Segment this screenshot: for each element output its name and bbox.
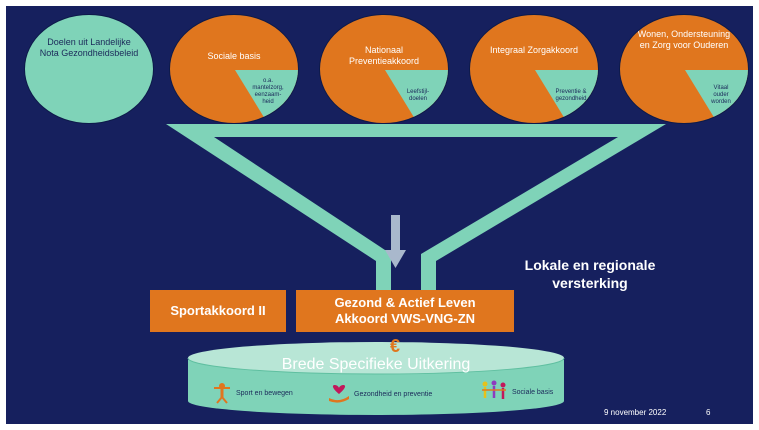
circle-sub: Preventie & gezondheid: [555, 89, 587, 102]
cylinder-body: [188, 360, 564, 415]
cylinder-top: [188, 342, 564, 374]
circle-preventieakkoord: Nationaal Preventieakkoord Leefstijl-doe…: [319, 14, 449, 124]
circle-sociale-basis: Sociale basis o.a. mantelzorg, eenzaam-h…: [169, 14, 299, 124]
circle-sub: Vitaal ouder worden: [711, 85, 731, 105]
pie-slice: [685, 70, 748, 119]
sportakkoord-box: Sportakkoord II: [150, 290, 286, 332]
pie-slice: [235, 70, 298, 119]
pie-slice: [385, 70, 448, 119]
circle-zorgakkoord: Integraal Zorgakkoord Preventie & gezond…: [469, 14, 599, 124]
gezond-actief-line2: Akkoord VWS-VNG-ZN: [334, 311, 476, 326]
circle-title: Integraal Zorgakkoord: [489, 45, 579, 55]
pie-slice: [535, 70, 598, 119]
circle-landelijke-nota: Doelen uit Landelijke Nota Gezondheidsbe…: [24, 14, 154, 124]
sportakkoord-label: Sportakkoord II: [170, 303, 266, 318]
gezond-actief-line1: Gezond & Actief Leven: [334, 295, 476, 310]
circle-sub: o.a. mantelzorg, eenzaam-heid: [252, 78, 284, 105]
circle-sub: Leefstijl-doelen: [406, 89, 430, 102]
item-sport-label: Sport en bewegen: [236, 389, 293, 397]
cylinder-title: Brede Specifieke Uitkering: [281, 356, 471, 373]
heart-hand-icon: [329, 385, 349, 403]
athlete-icon: [214, 383, 230, 404]
circle-title: Nationaal Preventieakkoord: [348, 45, 420, 66]
slide: Doelen uit Landelijke Nota Gezondheidsbe…: [6, 6, 753, 424]
item-sociale-basis-label: Sociale basis: [512, 388, 554, 396]
item-gezondheid: Gezondheid en preventie: [328, 384, 432, 404]
item-sport: Sport en bewegen: [212, 382, 293, 404]
page-number: 6: [706, 408, 711, 417]
footer-date: 9 november 2022: [604, 408, 667, 417]
item-sociale-basis: Sociale basis: [480, 380, 553, 404]
circle-title: Wonen, Ondersteuning en Zorg voor Oudere…: [637, 29, 731, 50]
funnel-inner: [214, 137, 618, 306]
circle-title: Doelen uit Landelijke Nota Gezondheidsbe…: [39, 37, 139, 58]
euro-icon: €: [390, 336, 401, 356]
down-arrow-icon: [385, 215, 406, 268]
circle-wonen-ouderen: Wonen, Ondersteuning en Zorg voor Oudere…: [619, 14, 749, 124]
people-group-icon: [482, 380, 506, 399]
versterking-label: Lokale en regionale versterking: [524, 257, 656, 291]
circle-title: Sociale basis: [207, 51, 261, 61]
gezond-actief-box: Gezond & Actief Leven Akkoord VWS-VNG-ZN: [296, 290, 514, 332]
item-gezondheid-label: Gezondheid en preventie: [354, 390, 433, 398]
funnel-diagram: [166, 124, 666, 415]
